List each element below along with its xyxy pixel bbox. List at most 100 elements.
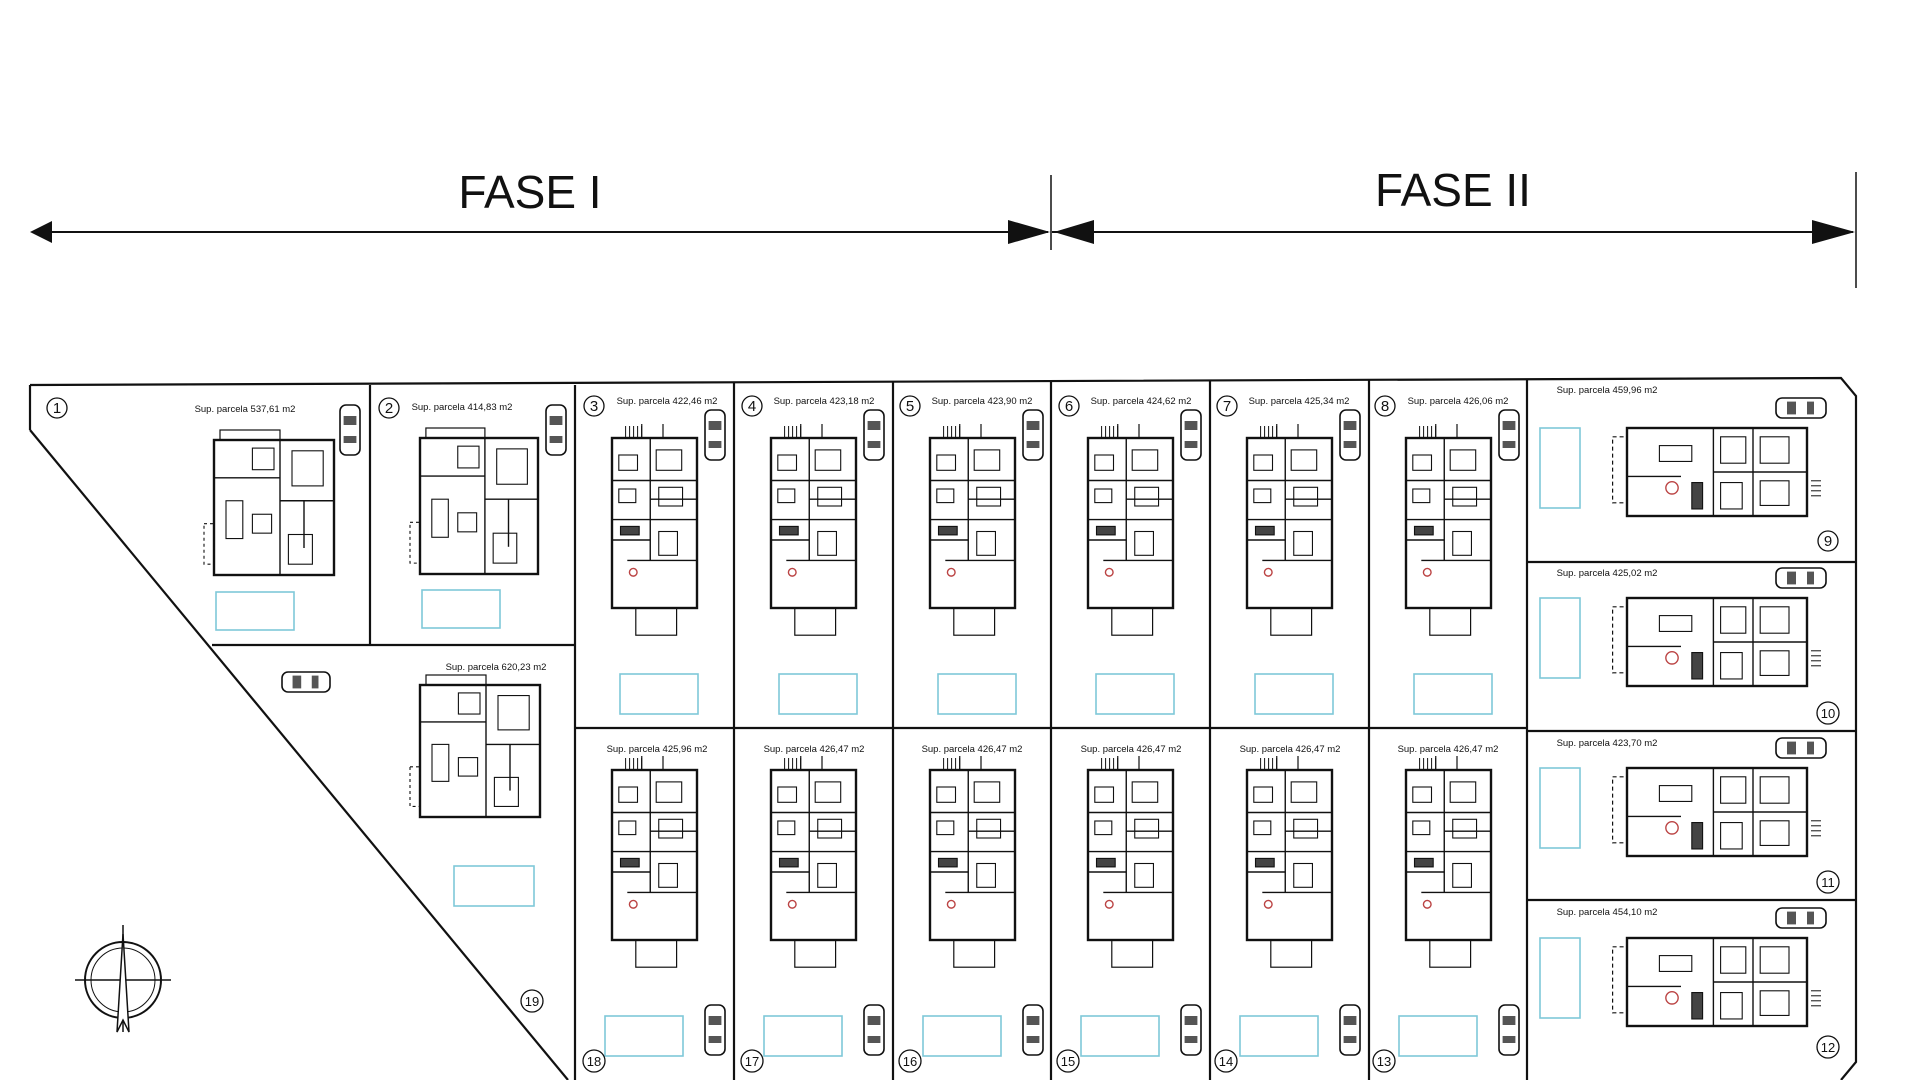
- car-icon: [1180, 1004, 1202, 1056]
- house-floor-plan: [769, 424, 858, 636]
- pool-outline: [1413, 673, 1493, 715]
- plot-18-area: Sup. parcela 425,96 m2: [607, 744, 708, 755]
- car-icon: [281, 671, 331, 693]
- house-floor-plan: [610, 756, 699, 968]
- house-floor-plan: [769, 756, 858, 968]
- car-icon: [1775, 397, 1827, 419]
- plot-16-number: 16: [903, 1054, 917, 1069]
- house-floor-plan: [610, 424, 699, 636]
- plot-17-area: Sup. parcela 426,47 m2: [764, 744, 865, 755]
- pool-outline: [453, 865, 535, 907]
- house-floor-plan: [1245, 424, 1334, 636]
- car-icon: [339, 404, 361, 456]
- phase-1-label: FASE I: [458, 166, 601, 218]
- pool-outline: [1539, 767, 1581, 849]
- car-icon: [863, 1004, 885, 1056]
- phase-header: FASE I FASE II: [30, 164, 1857, 288]
- plot-6-area: Sup. parcela 424,62 m2: [1091, 396, 1192, 407]
- plot-7-number: 7: [1223, 398, 1231, 415]
- plot-2-area: Sup. parcela 414,83 m2: [412, 402, 513, 413]
- plot-5-number: 5: [906, 398, 914, 415]
- house-floor-plan: [1611, 936, 1821, 1028]
- car-icon: [1498, 1004, 1520, 1056]
- pool-outline: [604, 1015, 684, 1057]
- car-icon: [1022, 1004, 1044, 1056]
- car-icon: [1180, 409, 1202, 461]
- car-icon: [1775, 567, 1827, 589]
- house-floor-plan: [1611, 596, 1821, 688]
- pool-outline: [215, 591, 295, 631]
- plot-10-number: 10: [1821, 706, 1835, 721]
- house-floor-plan: [1245, 756, 1334, 968]
- house-floor-plan: [409, 674, 542, 819]
- car-icon: [545, 404, 567, 456]
- house-floor-plan: [1611, 766, 1821, 858]
- plot-19-number: 19: [525, 994, 539, 1009]
- plot-14-area: Sup. parcela 426,47 m2: [1240, 744, 1341, 755]
- house-floor-plan: [928, 424, 1017, 636]
- pool-outline: [778, 673, 858, 715]
- plot-17-number: 17: [745, 1054, 759, 1069]
- car-icon: [1022, 409, 1044, 461]
- plot-7-area: Sup. parcela 425,34 m2: [1249, 396, 1350, 407]
- pool-outline: [1095, 673, 1175, 715]
- house-floor-plan: [203, 429, 336, 577]
- plot-9-number: 9: [1824, 533, 1832, 550]
- arrow-right-icon: [1812, 220, 1855, 244]
- plot-6-number: 6: [1065, 398, 1073, 415]
- pool-outline: [1254, 673, 1334, 715]
- site-boundary: [29, 376, 1858, 1080]
- plot-1-number: 1: [53, 400, 61, 417]
- house-floor-plan: [1611, 426, 1821, 518]
- pool-outline: [1539, 427, 1581, 509]
- pool-outline: [1239, 1015, 1319, 1057]
- pool-outline: [937, 673, 1017, 715]
- plot-19-area: Sup. parcela 620,23 m2: [446, 662, 547, 673]
- plot-4-area: Sup. parcela 423,18 m2: [774, 396, 875, 407]
- car-icon: [1775, 737, 1827, 759]
- plot-15-area: Sup. parcela 426,47 m2: [1081, 744, 1182, 755]
- plot-10-area: Sup. parcela 425,02 m2: [1557, 568, 1658, 579]
- car-icon: [1339, 409, 1361, 461]
- plot-16-area: Sup. parcela 426,47 m2: [922, 744, 1023, 755]
- car-icon: [704, 409, 726, 461]
- plots-layer: [203, 397, 1827, 1057]
- car-icon: [704, 1004, 726, 1056]
- pool-outline: [1539, 597, 1581, 679]
- phase-2-label: FASE II: [1375, 164, 1531, 216]
- house-floor-plan: [409, 427, 540, 576]
- north-arrow-icon: [75, 925, 171, 1033]
- pool-outline: [1539, 937, 1581, 1019]
- pool-outline: [1080, 1015, 1160, 1057]
- house-floor-plan: [1404, 756, 1493, 968]
- pool-outline: [1398, 1015, 1478, 1057]
- plot-11-area: Sup. parcela 423,70 m2: [1557, 738, 1658, 749]
- plot-9-area: Sup. parcela 459,96 m2: [1557, 385, 1658, 396]
- plot-12-number: 12: [1821, 1040, 1835, 1055]
- car-icon: [1498, 409, 1520, 461]
- plot-8-area: Sup. parcela 426,06 m2: [1408, 396, 1509, 407]
- plot-3-area: Sup. parcela 422,46 m2: [617, 396, 718, 407]
- plot-1-area: Sup. parcela 537,61 m2: [195, 404, 296, 415]
- house-floor-plan: [928, 756, 1017, 968]
- house-floor-plan: [1404, 424, 1493, 636]
- plot-boundaries: [28, 376, 1858, 1080]
- house-floor-plan: [1086, 424, 1175, 636]
- plot-3-number: 3: [590, 398, 598, 415]
- plot-15-number: 15: [1061, 1054, 1075, 1069]
- pool-outline: [619, 673, 699, 715]
- arrow-left-icon: [30, 221, 52, 243]
- plot-13-number: 13: [1377, 1054, 1391, 1069]
- arrow-right-icon: [1008, 220, 1050, 244]
- plot-8-number: 8: [1381, 398, 1389, 415]
- plot-13-area: Sup. parcela 426,47 m2: [1398, 744, 1499, 755]
- plot-14-number: 14: [1219, 1054, 1233, 1069]
- pool-outline: [922, 1015, 1002, 1057]
- plot-2-number: 2: [385, 400, 393, 417]
- plot-11-number: 11: [1821, 875, 1835, 890]
- car-icon: [1339, 1004, 1361, 1056]
- arrow-left-icon: [1054, 220, 1094, 244]
- plot-5-area: Sup. parcela 423,90 m2: [932, 396, 1033, 407]
- car-icon: [863, 409, 885, 461]
